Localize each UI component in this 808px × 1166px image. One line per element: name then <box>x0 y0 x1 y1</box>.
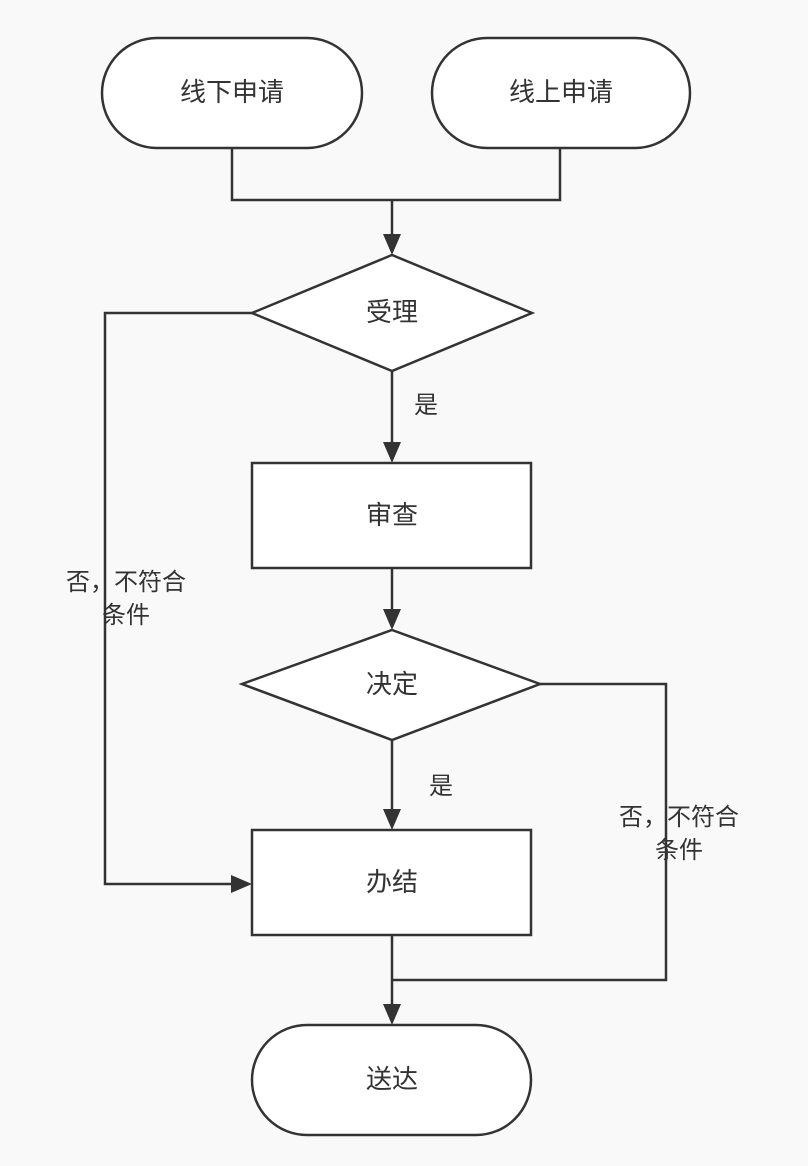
accept-no-label-line1: 否，不符合 <box>66 568 186 596</box>
accept-no-label-line2: 条件 <box>102 601 150 629</box>
online-apply-label: 线上申请 <box>509 78 613 108</box>
review-label: 审查 <box>366 501 418 531</box>
decide-no-label: 否，不符合 条件 <box>619 803 739 864</box>
decision-accept: 受理 <box>248 253 536 373</box>
process-conclude: 办结 <box>250 828 533 937</box>
connector-decide-reject-to-deliver <box>392 682 668 982</box>
accept-no-label: 否，不符合 条件 <box>66 568 186 629</box>
connectors <box>103 148 668 1008</box>
offline-apply-label: 线下申请 <box>180 78 284 108</box>
accept-yes-label: 是 <box>414 391 438 419</box>
decide-label: 决定 <box>366 670 418 700</box>
accept-label: 受理 <box>366 298 418 328</box>
terminal-deliver: 送达 <box>250 1023 533 1137</box>
decision-decide: 决定 <box>238 628 544 742</box>
terminal-offline-apply: 线下申请 <box>100 36 364 150</box>
arrowheads <box>231 234 401 1025</box>
arrowhead-into-accept <box>383 234 401 255</box>
terminal-online-apply: 线上申请 <box>430 36 692 150</box>
connector-online-to-merge <box>392 148 562 202</box>
arrowhead-into-decide <box>383 609 401 630</box>
decide-no-label-line2: 条件 <box>655 836 703 864</box>
decide-no-label-line1: 否，不符合 <box>619 803 739 831</box>
arrowhead-into-conclude-left <box>231 875 252 893</box>
deliver-label: 送达 <box>366 1065 418 1095</box>
arrowhead-into-deliver <box>383 1004 401 1025</box>
arrowhead-into-conclude <box>383 809 401 830</box>
connector-offline-to-merge <box>230 148 392 202</box>
conclude-label: 办结 <box>366 868 418 898</box>
arrowhead-into-review <box>383 442 401 463</box>
decide-yes-label: 是 <box>429 772 453 800</box>
process-review: 审查 <box>250 461 533 570</box>
connector-accept-reject-to-conclude <box>103 311 252 886</box>
